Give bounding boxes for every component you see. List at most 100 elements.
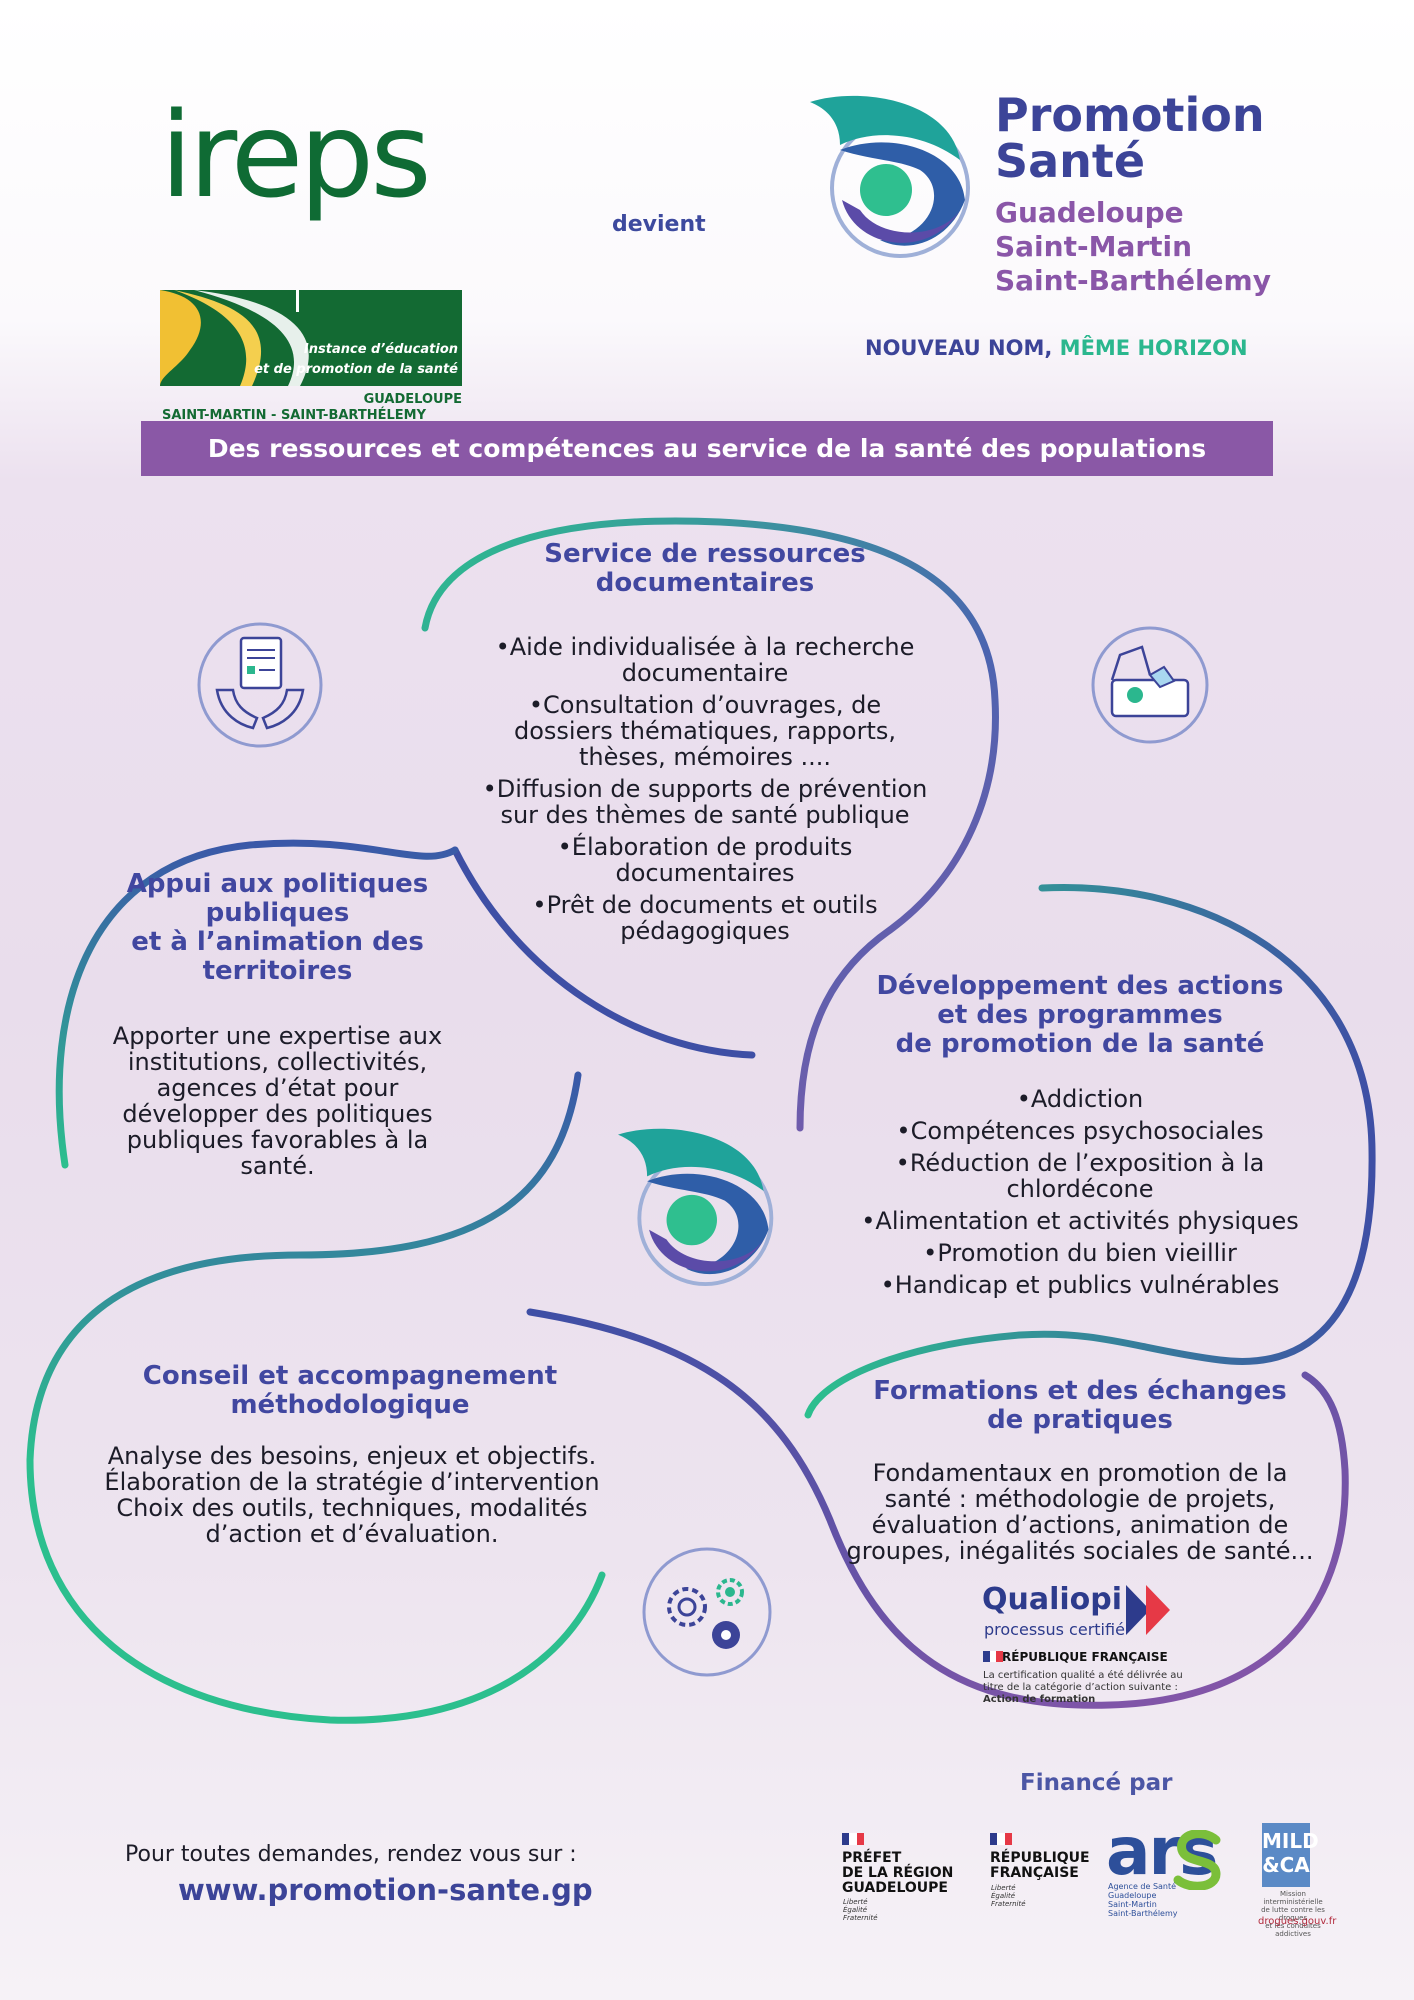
- programmes-title: Développement des actions et des program…: [850, 972, 1310, 1059]
- curve-documentaires-bottom: [451, 846, 756, 1059]
- gears-icon: [642, 1547, 772, 1677]
- formations-title-line-2: de pratiques: [987, 1405, 1173, 1435]
- ps-title-line-1: Promotion: [995, 88, 1265, 142]
- programmes-list: •Addiction •Compétences psychosociales •…: [830, 1086, 1330, 1304]
- slogan-part-1: NOUVEAU NOM,: [865, 336, 1053, 360]
- toolbox-icon: [1091, 626, 1209, 744]
- ireps-wordmark: ireps: [160, 86, 432, 224]
- ireps-region-1: GUADELOUPE: [363, 392, 462, 407]
- ireps-logo: ireps Instance d’éducation et de promoti…: [160, 86, 470, 423]
- politiques-body-line: Apporter une expertise aux: [112, 1022, 443, 1050]
- formations-body: Fondamentaux en promotion de la santé : …: [820, 1460, 1340, 1564]
- promotion-sante-region: Guadeloupe Saint-Martin Saint-Barthélemy: [995, 196, 1271, 298]
- qualiopi-sub: processus certifié: [984, 1620, 1125, 1639]
- programmes-item: •Promotion du bien vieillir: [923, 1239, 1237, 1267]
- politiques-body-line: publiques favorables à la: [126, 1126, 429, 1154]
- ireps-subtitle-1: Instance d’éducation: [303, 342, 458, 357]
- conseil-body-line: Choix des outils, techniques, modalités: [116, 1494, 588, 1522]
- ireps-region-2: SAINT-MARTIN - SAINT-BARTHÉLEMY: [162, 408, 426, 423]
- ireps-subtitle-2: et de promotion de la santé: [254, 362, 458, 377]
- curve-conseil: [26, 1456, 606, 1724]
- mildeca-logo: MILD&CA: [1262, 1823, 1319, 1887]
- qualiopi-arrows-icon: [1126, 1585, 1170, 1635]
- formations-body-line: groupes, inégalités sociales de santé...: [846, 1537, 1314, 1565]
- programmes-item: •Compétences psychosociales: [896, 1117, 1264, 1145]
- prefet-flag-icon: [842, 1833, 864, 1845]
- programmes-item: •Handicap et publics vulnérables: [880, 1271, 1280, 1299]
- formations-body-line: Fondamentaux en promotion de la: [872, 1459, 1288, 1487]
- main-banner: Des ressources et compétences au service…: [141, 421, 1273, 476]
- qualiopi-rf-title: RÉPUBLIQUE FRANÇAISE: [1002, 1650, 1168, 1664]
- conseil-title-line-1: Conseil et accompagnement: [142, 1361, 558, 1391]
- mildeca-url[interactable]: drogues.gouv.fr: [1258, 1916, 1337, 1927]
- politiques-title-line-4: territoires: [202, 956, 353, 986]
- conseil-body-line: Élaboration de la stratégie d’interventi…: [104, 1468, 600, 1496]
- ps-title-line-2: Santé: [995, 134, 1146, 188]
- documentaires-title: Service de ressources documentaires: [500, 540, 910, 598]
- curve-programmes: [804, 883, 1376, 1419]
- documentaires-title-line-1: Service de ressources: [544, 539, 866, 569]
- curve-formations: [526, 1308, 1349, 1709]
- programmes-item: •Addiction: [1016, 1085, 1144, 1113]
- rf-flag-icon: [983, 1651, 1004, 1662]
- rf-footer-flag-icon: [990, 1833, 1012, 1845]
- website-link[interactable]: www.promotion-sante.gp: [178, 1873, 593, 1907]
- cert-line-2: titre de la catégorie d’action suivante …: [983, 1682, 1178, 1693]
- ars-s-icon: [1173, 1830, 1221, 1890]
- document-hands-icon: [197, 622, 323, 748]
- qualiopi-cert-text: La certification qualité a été délivrée …: [983, 1670, 1183, 1706]
- promotion-sante-title: Promotion Santé: [995, 92, 1265, 184]
- politiques-body-line: agences d’état pour: [156, 1074, 399, 1102]
- politiques-title-line-2: publiques: [205, 898, 350, 928]
- curve-politiques-bottom: [26, 1071, 582, 1464]
- curve-politiques: [55, 839, 459, 1169]
- ps-region-line-3: Saint-Barthélemy: [995, 264, 1271, 297]
- ps-region-line-1: Guadeloupe: [995, 196, 1184, 229]
- conseil-body: Analyse des besoins, enjeux et objectifs…: [72, 1443, 632, 1547]
- politiques-title: Appui aux politiques publiques et à l’an…: [100, 870, 455, 986]
- politiques-body-line: développer des politiques: [122, 1100, 433, 1128]
- politiques-body-line: santé.: [240, 1152, 315, 1180]
- programmes-title-line-2: et des programmes: [937, 1000, 1223, 1030]
- url-lead: Pour toutes demandes, rendez vous sur :: [125, 1842, 577, 1867]
- conseil-body-line: Analyse des besoins, enjeux et objectifs…: [107, 1442, 597, 1470]
- cert-line-1: La certification qualité a été délivrée …: [983, 1670, 1183, 1681]
- formations-title: Formations et des échanges de pratiques: [850, 1377, 1310, 1435]
- programmes-title-line-3: de promotion de la santé: [895, 1029, 1265, 1059]
- slogan-part-2: MÊME HORIZON: [1059, 336, 1248, 360]
- politiques-body-line: institutions, collectivités,: [127, 1048, 428, 1076]
- ireps-swoosh-icon: [160, 290, 309, 386]
- conseil-title-line-2: méthodologique: [230, 1390, 470, 1420]
- curve-documentaires: [421, 517, 999, 1132]
- politiques-body: Apporter une expertise aux institutions,…: [90, 1023, 465, 1179]
- finance-label: Financé par: [1020, 1770, 1173, 1796]
- cert-line-3: Action de formation: [983, 1694, 1096, 1705]
- devient-label: devient: [612, 212, 706, 237]
- politiques-title-line-3: et à l’animation des: [131, 927, 424, 957]
- center-logo-icon: [618, 1128, 774, 1287]
- formations-body-line: santé : méthodologie de projets,: [884, 1485, 1276, 1513]
- qualiopi-name: Qualiopi: [982, 1582, 1123, 1617]
- programmes-item: •Alimentation et activités physiques: [861, 1207, 1299, 1235]
- programmes-title-line-1: Développement des actions: [876, 971, 1284, 1001]
- formations-title-line-1: Formations et des échanges: [873, 1376, 1287, 1406]
- promotion-sante-logo-icon: [810, 95, 970, 258]
- conseil-title: Conseil et accompagnement méthodologique: [110, 1362, 590, 1420]
- ps-region-line-2: Saint-Martin: [995, 230, 1193, 263]
- conseil-body-line: d’action et d’évaluation.: [205, 1520, 499, 1548]
- politiques-title-line-1: Appui aux politiques: [126, 869, 429, 899]
